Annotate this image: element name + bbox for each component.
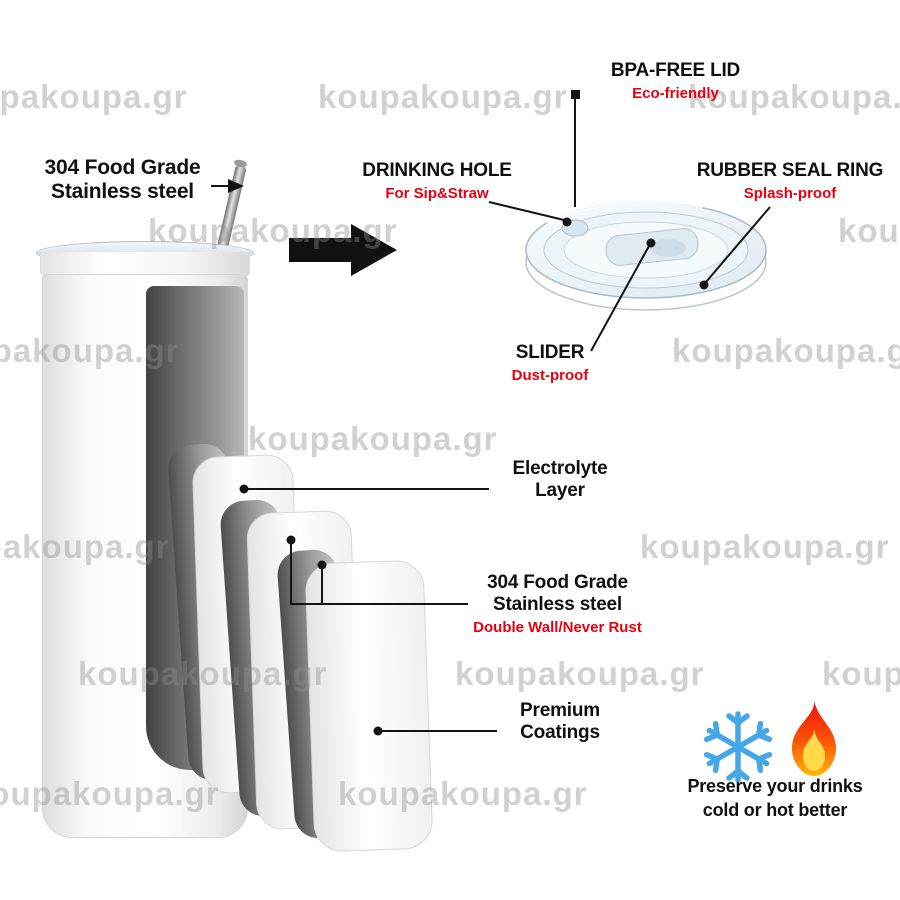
callout-preserve: Preserve your drinks cold or hot better bbox=[660, 774, 890, 823]
transition-arrow bbox=[289, 224, 399, 276]
callout-inner-steel: 304 Food Grade Stainless steel Double Wa… bbox=[455, 572, 660, 636]
callout-straw-steel: 304 Food Grade Stainless steel bbox=[25, 156, 220, 204]
callout-slider: SLIDER Dust-proof bbox=[480, 342, 620, 384]
tumbler-lid-band bbox=[40, 252, 250, 277]
drinking-hole-title: DRINKING HOLE bbox=[362, 160, 512, 181]
callout-bpa-lid: BPA-FREE LID Eco-friendly bbox=[578, 60, 773, 102]
layer3-front bbox=[305, 560, 433, 852]
lid-drinking-hole bbox=[561, 219, 589, 237]
inner-steel-subtitle: Double Wall/Never Rust bbox=[473, 618, 642, 636]
rubber-seal-ring-subtitle: Splash-proof bbox=[743, 184, 837, 202]
callout-electrolyte-layer: Electrolyte Layer bbox=[495, 458, 625, 502]
inner-steel-line1: 304 Food Grade bbox=[487, 572, 628, 593]
callout-premium-coatings: Premium Coatings bbox=[495, 700, 625, 744]
slider-subtitle: Dust-proof bbox=[511, 366, 589, 384]
inner-steel-line2: Stainless steel bbox=[492, 593, 623, 615]
coatings-line2: Coatings bbox=[520, 721, 600, 743]
watermark: koupakoupa.gr bbox=[318, 78, 568, 115]
snowflake-icon bbox=[703, 711, 773, 783]
electrolyte-line1: Electrolyte bbox=[512, 458, 608, 479]
rubber-seal-ring-title: RUBBER SEAL RING bbox=[696, 160, 884, 181]
watermark: koupakoupa.gr bbox=[640, 528, 890, 565]
lid-slider-tab bbox=[650, 239, 686, 257]
bpa-lid-title: BPA-FREE LID bbox=[610, 60, 741, 81]
watermark: koupakoupa.gr bbox=[455, 655, 705, 692]
coatings-line1: Premium bbox=[520, 700, 600, 721]
lid-top-view-svg bbox=[525, 198, 767, 311]
electrolyte-line2: Layer bbox=[535, 479, 585, 501]
watermark: koupakoupa.gr bbox=[838, 212, 900, 249]
straw-steel-line1: 304 Food Grade bbox=[44, 156, 201, 179]
preserve-line1: Preserve your drinks bbox=[687, 776, 863, 796]
straw-steel-line2: Stainless steel bbox=[51, 180, 194, 204]
callout-drinking-hole: DRINKING HOLE For Sip&Straw bbox=[352, 160, 522, 202]
slider-title: SLIDER bbox=[515, 342, 585, 363]
watermark: koupakoupa.gr bbox=[822, 655, 900, 692]
drinking-hole-subtitle: For Sip&Straw bbox=[385, 184, 489, 202]
wall-layers-svg bbox=[168, 443, 433, 852]
watermark: koupakoupa.gr bbox=[672, 332, 900, 369]
watermark: koupakoupa.gr bbox=[0, 78, 188, 115]
preserve-line2: cold or hot better bbox=[702, 800, 848, 821]
bpa-lid-subtitle: Eco-friendly bbox=[632, 84, 719, 102]
callout-rubber-seal-ring: RUBBER SEAL RING Splash-proof bbox=[690, 160, 890, 202]
flame-icon bbox=[791, 700, 837, 776]
